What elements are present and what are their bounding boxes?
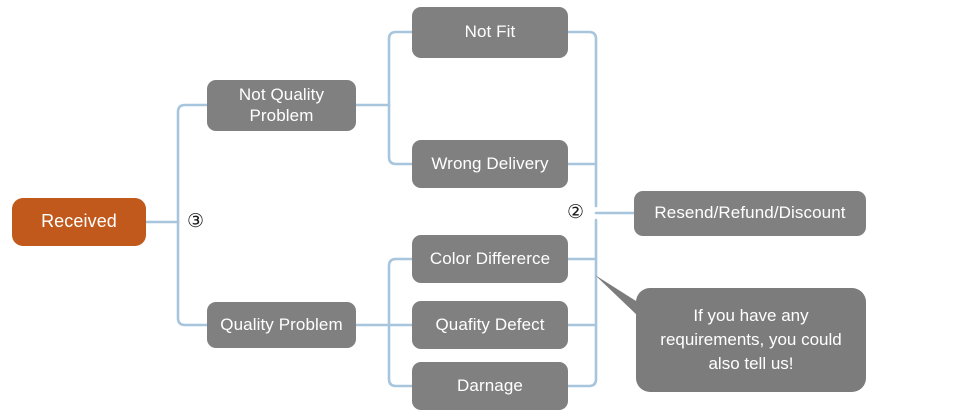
marker-3: ③ bbox=[187, 212, 204, 231]
marker-2: ② bbox=[567, 203, 584, 222]
callout-tail bbox=[595, 275, 644, 316]
node-not-fit[interactable]: Not Fit bbox=[412, 7, 568, 58]
node-quality-problem[interactable]: Quality Problem bbox=[207, 302, 356, 348]
edge-not-quality-problem-to-not-fit bbox=[387, 30, 414, 107]
node-color-differerce-label: Color Differerce bbox=[429, 248, 551, 268]
node-wrong-delivery[interactable]: Wrong Delivery bbox=[412, 140, 568, 188]
node-not-quality-problem-label: Not Quality Problem bbox=[238, 84, 325, 125]
node-received-label: Received bbox=[41, 211, 117, 232]
node-quality-problem-label: Quality Problem bbox=[220, 314, 343, 334]
node-quafity-defect[interactable]: Quafity Defect bbox=[412, 301, 568, 349]
node-resolution-label: Resend/Refund/Discount bbox=[654, 203, 846, 223]
node-not-quality-problem[interactable]: Not Quality Problem bbox=[207, 80, 356, 131]
edge-not-quality-problem-to-wrong-delivery bbox=[387, 103, 414, 166]
edge-not-fit-to-resolution bbox=[566, 30, 598, 208]
node-darnage[interactable]: Darnage bbox=[412, 362, 568, 410]
node-resolution[interactable]: Resend/Refund/Discount bbox=[634, 191, 866, 236]
node-wrong-delivery-label: Wrong Delivery bbox=[431, 153, 549, 173]
edge-received-to-quality-problem bbox=[176, 220, 210, 327]
node-darnage-label: Darnage bbox=[457, 375, 523, 395]
node-received[interactable]: Received bbox=[12, 198, 146, 246]
node-color-differerce[interactable]: Color Differerce bbox=[412, 235, 568, 283]
node-not-fit-label: Not Fit bbox=[464, 22, 516, 42]
requirements-callout-text: If you have any requirements, you could … bbox=[660, 305, 842, 374]
marker-2-label: ② bbox=[567, 201, 585, 223]
node-quafity-defect-label: Quafity Defect bbox=[435, 314, 545, 334]
edge-quality-problem-to-darnage bbox=[387, 323, 414, 388]
requirements-callout[interactable]: If you have any requirements, you could … bbox=[636, 288, 866, 392]
edge-received-to-not-quality-problem bbox=[176, 103, 210, 224]
edge-darnage-to-resolution bbox=[566, 218, 598, 388]
edge-quality-problem-to-color-differerce bbox=[387, 257, 414, 327]
marker-3-label: ③ bbox=[187, 210, 205, 232]
